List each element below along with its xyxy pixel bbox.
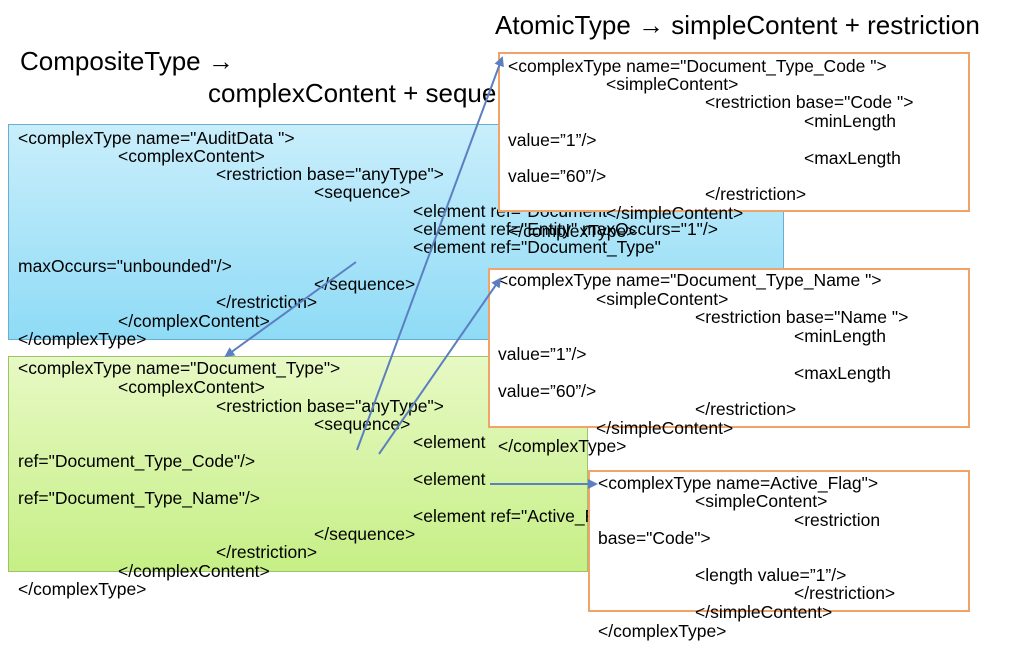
active-flag-box (588, 470, 970, 612)
document-type-code-box (498, 52, 970, 212)
document-type-line: </restriction> (216, 542, 318, 562)
composite-type-title: CompositeType → (20, 46, 234, 76)
document-type-name-line: value=”60”/> (498, 381, 597, 401)
document-type-line: ref="Document_Type_Name"/> (18, 488, 260, 508)
document-type-line: </complexContent> (118, 561, 270, 581)
document-type-line: <sequence> (314, 414, 411, 434)
document-type-name-line: <maxLength (794, 363, 891, 383)
document-type-code-line: <simpleContent> (606, 74, 739, 94)
audit-data-line: <restriction base="anyType"> (216, 164, 444, 184)
document-type-line: ref="Document_Type_Code"/> (18, 451, 256, 471)
active-flag-line: base="Code"> (598, 528, 711, 548)
document-type-name-box (488, 268, 970, 428)
document-type-line: <element ref="Active_Flag"/> (413, 506, 640, 526)
document-type-name-line: </restriction> (695, 399, 797, 419)
document-type-line: <complexType name="Document_Type"> (18, 358, 341, 378)
atomic-type-title: AtomicType → simpleContent + restriction (495, 10, 980, 40)
audit-data-line: maxOccurs="unbounded"/> (18, 256, 232, 276)
audit-data-line: </complexType> (18, 329, 147, 349)
document-type-name-line: value=”1”/> (498, 344, 587, 364)
active-flag-line: <complexType name=Active_Flag"> (598, 473, 879, 493)
document-type-name-line: <minLength (794, 326, 886, 346)
document-type-code-line: value=”1”/> (508, 130, 597, 150)
audit-data-line: </restriction> (216, 292, 318, 312)
document-type-line: </sequence> (314, 524, 416, 544)
active-flag-line: </complexType> (598, 621, 727, 641)
document-type-line: <restriction base="anyType"> (216, 396, 444, 416)
audit-data-line: </complexContent> (118, 311, 270, 331)
document-type-name-line: <restriction base="Name "> (695, 307, 909, 327)
audit-data-line: <complexType name="AuditData "> (18, 128, 295, 148)
document-type-code-line: <restriction base="Code "> (705, 92, 914, 112)
document-type-code-line: <maxLength (804, 148, 901, 168)
active-flag-line: </restriction> (794, 583, 896, 603)
document-type-code-line: <minLength (804, 111, 896, 131)
document-type-line: <element (413, 432, 486, 452)
document-type-code-line: </simpleContent> (606, 203, 744, 223)
document-type-line: <complexContent> (118, 377, 265, 397)
audit-data-line: <sequence> (314, 182, 411, 202)
document-type-name-line: </complexType> (498, 436, 627, 456)
document-type-name-line: <complexType name="Document_Type_Name "> (498, 270, 882, 290)
composite-type-subtitle: complexContent + sequence (208, 78, 539, 108)
audit-data-line: <complexContent> (118, 146, 265, 166)
document-type-line: </complexType> (18, 579, 147, 599)
document-type-code-line: </restriction> (705, 184, 807, 204)
document-type-code-line: <complexType name="Document_Type_Code "> (508, 56, 887, 76)
document-type-code-line: </complexType> (508, 221, 637, 241)
active-flag-line: <simpleContent> (695, 491, 828, 511)
document-type-name-line: </simpleContent> (596, 418, 734, 438)
document-type-code-line: value=”60”/> (508, 166, 607, 186)
active-flag-line: <length value=”1”/> (695, 565, 847, 585)
document-type-name-line: <simpleContent> (596, 289, 729, 309)
active-flag-line: <restriction (794, 510, 881, 530)
document-type-line: <element (413, 469, 486, 489)
audit-data-line: </sequence> (314, 274, 416, 294)
active-flag-line: </simpleContent> (695, 602, 833, 622)
